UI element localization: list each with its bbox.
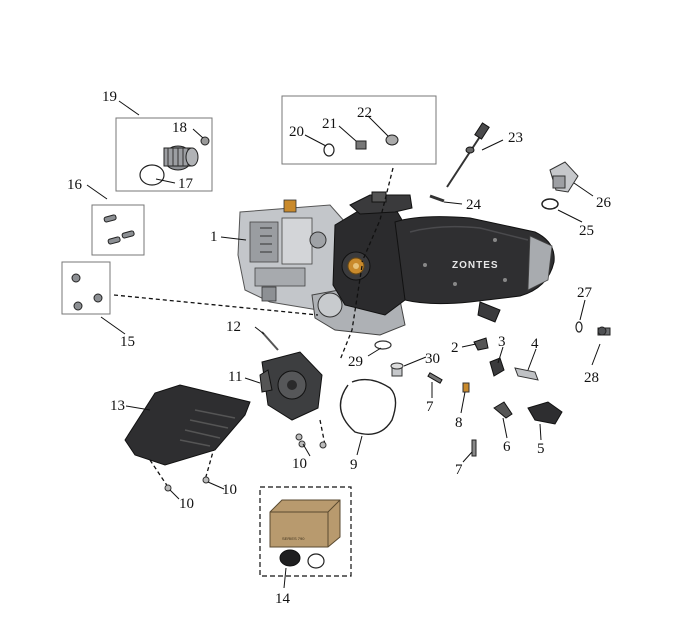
- drain-plug-26: [549, 161, 579, 193]
- group-box-16: [91, 204, 145, 256]
- callout-5: 5: [537, 441, 545, 457]
- group-box-17-18: [115, 117, 213, 192]
- callout-27: 27: [577, 285, 593, 301]
- callout-30: 30: [425, 351, 440, 367]
- bolt-12: [261, 331, 279, 351]
- callout-26: 26: [596, 195, 612, 211]
- callout-6: 6: [503, 439, 511, 455]
- connector-22: [361, 167, 394, 263]
- callout-28: 28: [584, 370, 599, 386]
- group-box-20-22: [281, 95, 437, 165]
- callout-10a: 10: [292, 456, 307, 472]
- washer-10b: [202, 476, 210, 484]
- callout-24: 24: [466, 197, 482, 213]
- callout-22: 22: [357, 105, 372, 121]
- air-filter-kit: SERIES 790: [269, 499, 341, 569]
- callout-14: 14: [275, 591, 291, 607]
- callout-18: 18: [172, 120, 187, 136]
- spring-18: [200, 136, 210, 146]
- callout-3: 3: [498, 334, 506, 350]
- callout-7a: 7: [426, 399, 434, 415]
- washer-27: [575, 321, 583, 333]
- plug-30: [390, 362, 404, 377]
- connector-29: [339, 265, 363, 361]
- group-box-15: [61, 261, 111, 315]
- callout-19: 19: [102, 89, 117, 105]
- o-ring-17: [139, 164, 165, 186]
- callout-23: 23: [508, 130, 523, 146]
- callout-labels: 1 2 3 4 5 6 7 7 8 9 10 10 10 11 12 13 14…: [67, 89, 612, 607]
- box-label: SERIES 790: [282, 536, 305, 541]
- callout-8: 8: [455, 415, 463, 431]
- bolt-28: [597, 326, 611, 336]
- group-box-14: [259, 486, 352, 577]
- callout-1: 1: [210, 229, 218, 245]
- connector-15: [113, 294, 319, 316]
- callout-4: 4: [531, 336, 539, 352]
- callout-10c: 10: [179, 496, 194, 512]
- callout-29: 29: [348, 354, 363, 370]
- callout-12: 12: [226, 319, 241, 335]
- callout-20: 20: [289, 124, 304, 140]
- bolt-22: [385, 134, 399, 146]
- callout-17: 17: [178, 176, 194, 192]
- nuts-15: [71, 273, 103, 311]
- gasket-9: [339, 378, 397, 435]
- washer-10c: [164, 484, 172, 492]
- callout-21: 21: [322, 116, 337, 132]
- cover-13: [124, 384, 251, 466]
- callout-13: 13: [110, 398, 125, 414]
- engine-block: [237, 199, 346, 313]
- washer-10a: [295, 433, 303, 441]
- cvt-cover: [394, 216, 555, 305]
- dipstick: [446, 122, 490, 188]
- pin-24: [429, 194, 445, 203]
- brand-logo: ZONTES: [452, 260, 499, 271]
- callout-10b: 10: [222, 482, 237, 498]
- washer-25: [541, 198, 559, 210]
- callout-15: 15: [120, 334, 135, 350]
- oil-filter-element: [163, 145, 199, 171]
- pump-cover-11: [259, 351, 323, 421]
- engine-assembly: ZONTES: [237, 191, 555, 336]
- o-ring-20: [323, 143, 335, 157]
- callout-2: 2: [451, 340, 459, 356]
- dowel-pins: [103, 214, 135, 245]
- small-fittings: [427, 337, 563, 457]
- callout-16: 16: [67, 177, 83, 193]
- o-ring-29: [374, 340, 392, 350]
- callout-25: 25: [579, 223, 594, 239]
- callout-11: 11: [228, 369, 242, 385]
- callout-7b: 7: [455, 462, 463, 478]
- part-21: [355, 140, 367, 150]
- callout-9: 9: [350, 457, 358, 473]
